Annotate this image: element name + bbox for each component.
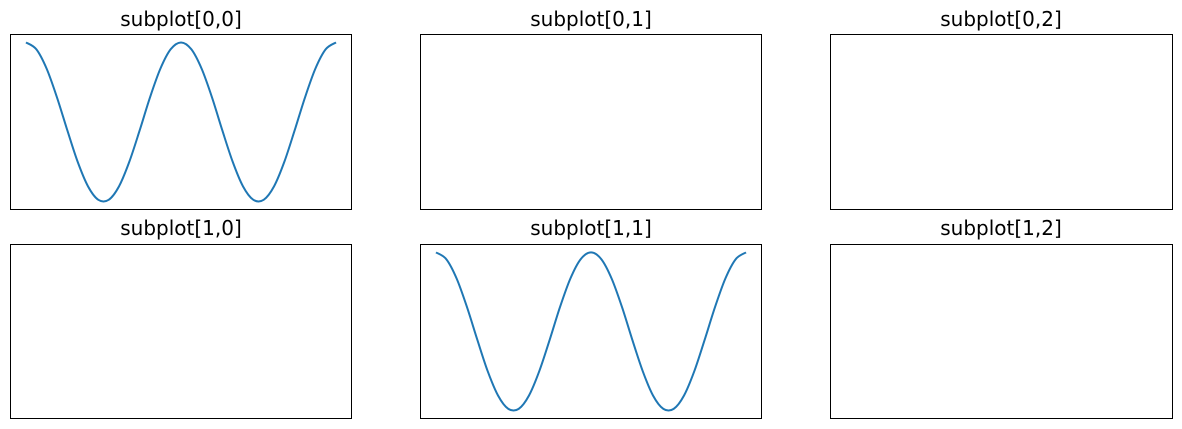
axes-frame	[420, 244, 762, 419]
axes-frame	[10, 244, 352, 419]
subplot-1-2: subplot[1,2]	[830, 216, 1173, 419]
axes-frame	[10, 34, 352, 210]
series-layer	[435, 251, 747, 412]
subplot-title: subplot[1,1]	[530, 216, 652, 240]
subplot-title: subplot[0,2]	[940, 7, 1062, 31]
subplot-1-1: subplot[1,1]	[420, 216, 762, 419]
subplot-0-2: subplot[0,2]	[830, 7, 1173, 210]
subplot-title: subplot[1,2]	[940, 216, 1062, 240]
subplot-title: subplot[0,1]	[530, 7, 652, 31]
subplot-1-0: subplot[1,0]	[10, 216, 352, 419]
subplot-title: subplot[0,0]	[120, 7, 242, 31]
subplot-title: subplot[1,0]	[120, 216, 242, 240]
axes-frame	[830, 244, 1173, 419]
subplot-0-0: subplot[0,0]	[10, 7, 352, 210]
series-line	[25, 41, 337, 203]
subplot-0-1: subplot[0,1]	[420, 7, 762, 210]
series-line	[435, 251, 747, 412]
series-layer	[25, 41, 337, 203]
axes-frame	[830, 34, 1173, 210]
axes-frame	[420, 34, 762, 210]
